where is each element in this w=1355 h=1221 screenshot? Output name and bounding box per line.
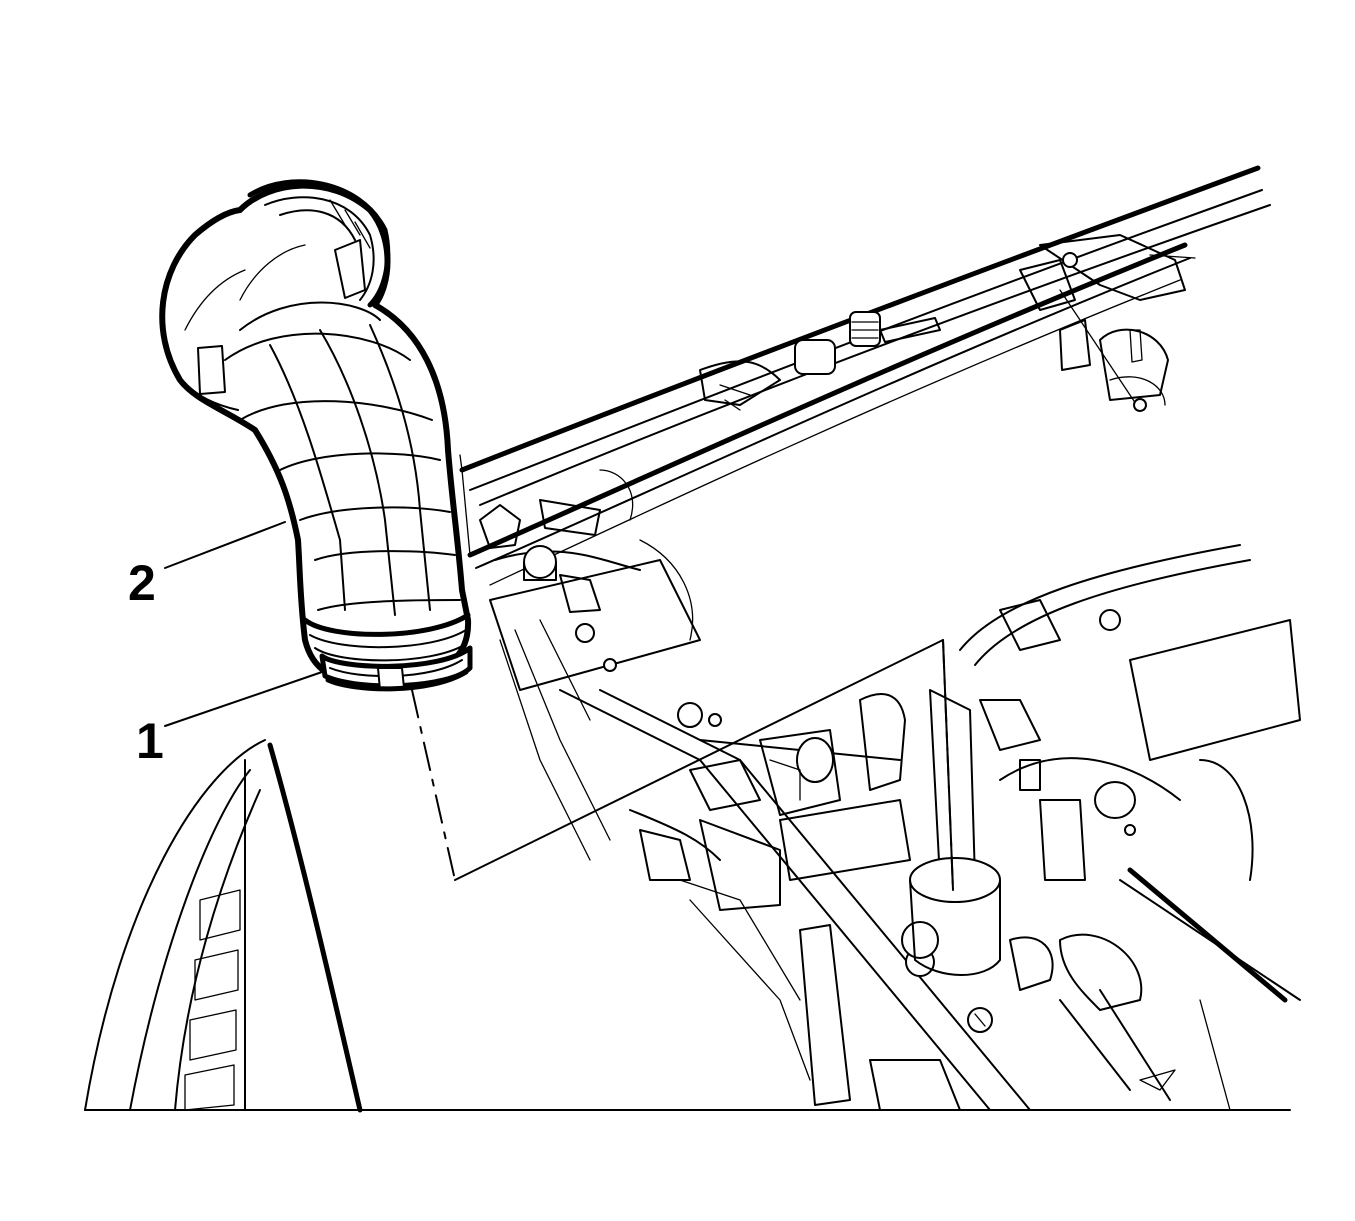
callout-leaders [164, 521, 323, 727]
intake-lower [679, 693, 961, 1111]
front-grille [84, 739, 363, 1113]
engine-components [909, 544, 1301, 1111]
callout-label-2: 2 [128, 555, 156, 611]
leader-line-1 [164, 671, 323, 727]
hinge-bracket [1019, 234, 1196, 412]
callout-label-1: 1 [136, 713, 164, 769]
duct-clamp [319, 645, 473, 692]
air-intake-duct [159, 179, 472, 686]
cross-member [559, 689, 1031, 1111]
hood-edge [459, 165, 1271, 586]
rail-fixtures [699, 311, 941, 411]
radiator-support-left [479, 469, 722, 861]
engine-bay [84, 165, 1301, 1113]
leader-line-2 [164, 521, 286, 569]
detail-box [411, 639, 954, 891]
